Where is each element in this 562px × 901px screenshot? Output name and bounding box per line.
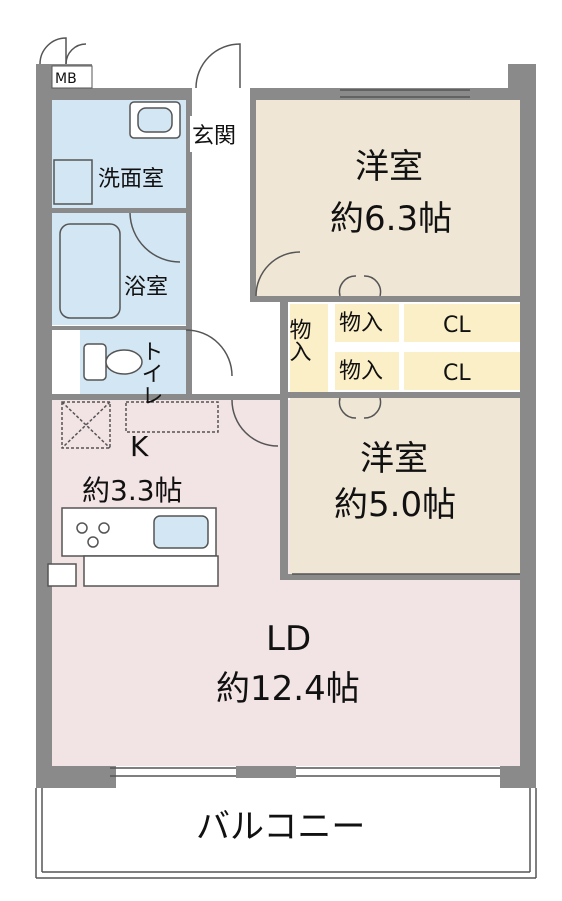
bedroom1-name: 洋室 <box>355 147 423 187</box>
ld-size: 約12.4帖 <box>216 669 360 709</box>
washroom-label: 洗面室 <box>98 167 164 192</box>
closet-1 <box>335 304 399 342</box>
cl-2 <box>404 352 520 390</box>
closet-vertical <box>290 304 328 392</box>
toilet-label: トイレ <box>138 340 163 406</box>
ld-name: LD <box>266 619 311 659</box>
fixtures <box>47 101 219 587</box>
closet-vertical-label: 物入 <box>286 318 312 362</box>
kitchen-name: K <box>130 430 149 463</box>
closet-1-label: 物入 <box>339 311 383 336</box>
bedroom1-size: 約6.3帖 <box>330 199 452 239</box>
bedroom2-floor <box>290 398 520 574</box>
genkan-label: 玄関 <box>192 124 236 149</box>
closet-2 <box>335 352 399 390</box>
cl-1-label: CL <box>443 313 471 338</box>
balcony-label: バルコニー <box>196 807 365 847</box>
bedroom1-floor <box>254 100 520 296</box>
mb-box <box>51 65 93 89</box>
closet-2-label: 物入 <box>339 359 383 384</box>
mb-label: MB <box>55 71 77 87</box>
bedroom2-name: 洋室 <box>360 439 428 479</box>
cl-1 <box>404 304 520 342</box>
balcony-outline <box>35 788 537 879</box>
cl-2-label: CL <box>443 361 471 386</box>
windows <box>110 89 520 777</box>
kitchen-size: 約3.3帖 <box>82 474 183 507</box>
genkan-label-box <box>190 116 248 152</box>
bedroom2-size: 約5.0帖 <box>334 485 456 525</box>
bathroom-label: 浴室 <box>124 275 168 300</box>
doors <box>39 37 382 447</box>
